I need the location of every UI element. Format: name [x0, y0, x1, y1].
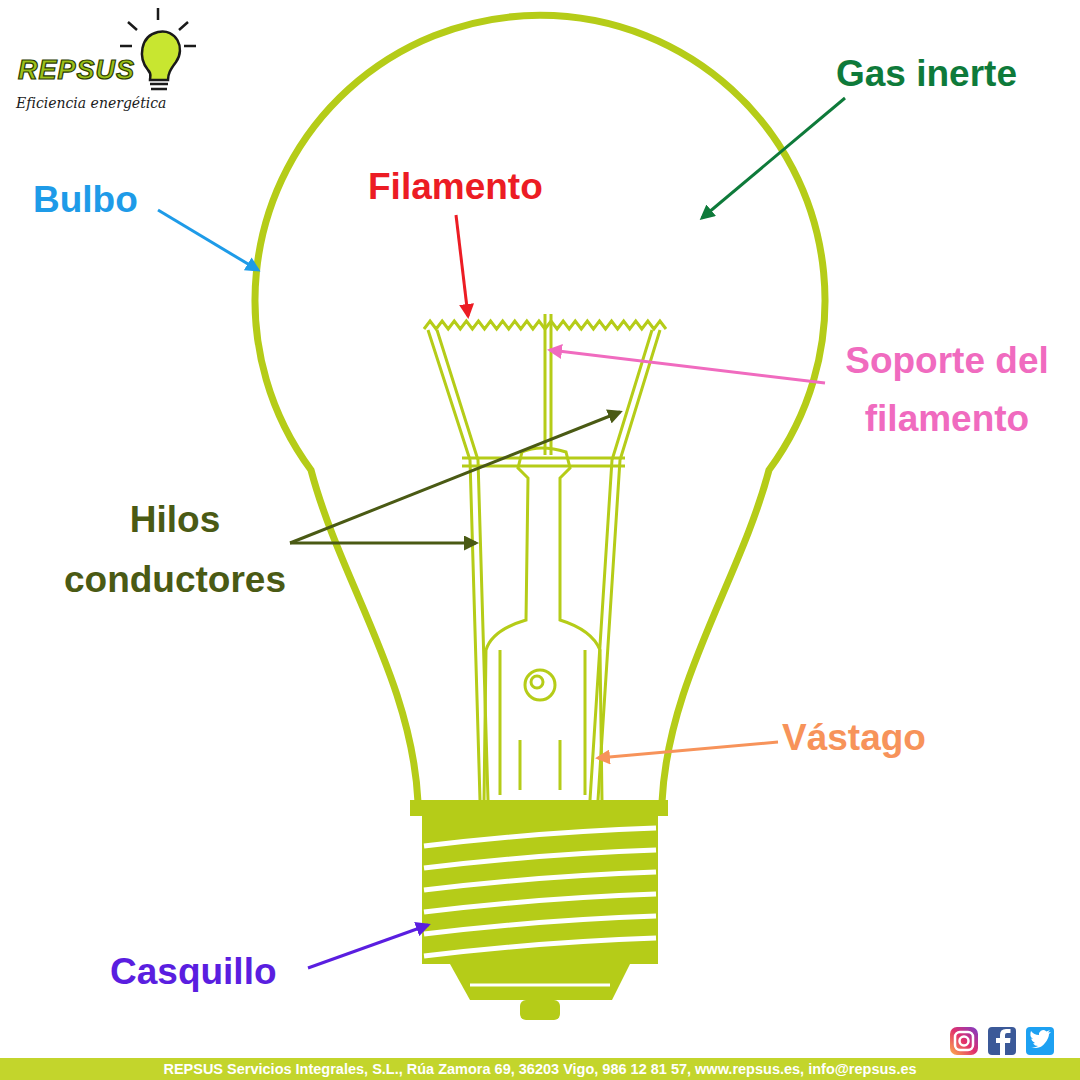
- thread-groove: [424, 828, 656, 846]
- part-label: Gas inerte: [836, 52, 1076, 96]
- thread-groove: [424, 894, 656, 912]
- bulb-glass: [255, 15, 825, 802]
- thread-groove: [424, 872, 656, 890]
- part-label: Filamento: [368, 165, 608, 209]
- logo-tagline: Eficiencia energética: [16, 95, 216, 112]
- thread-groove: [424, 850, 656, 868]
- footer-text: REPSUS Servicios Integrales, S.L., Rúa Z…: [0, 1059, 1080, 1079]
- filament-support: [545, 314, 551, 455]
- screw-base: [410, 800, 668, 1020]
- part-label: Hilos conductores: [40, 490, 310, 610]
- thread-groove: [424, 916, 656, 934]
- leader-lines: [158, 98, 845, 968]
- part-label: Vástago: [782, 716, 982, 760]
- social-icons: [950, 1027, 1054, 1055]
- part-label: Soporte del filamento: [818, 332, 1076, 448]
- stem: [462, 448, 625, 802]
- thread-groove: [424, 938, 656, 956]
- part-label: Bulbo: [33, 178, 173, 222]
- logo-name: REPSUS: [18, 54, 158, 86]
- part-label: Casquillo: [110, 950, 330, 994]
- footer-bar: [0, 1058, 1080, 1080]
